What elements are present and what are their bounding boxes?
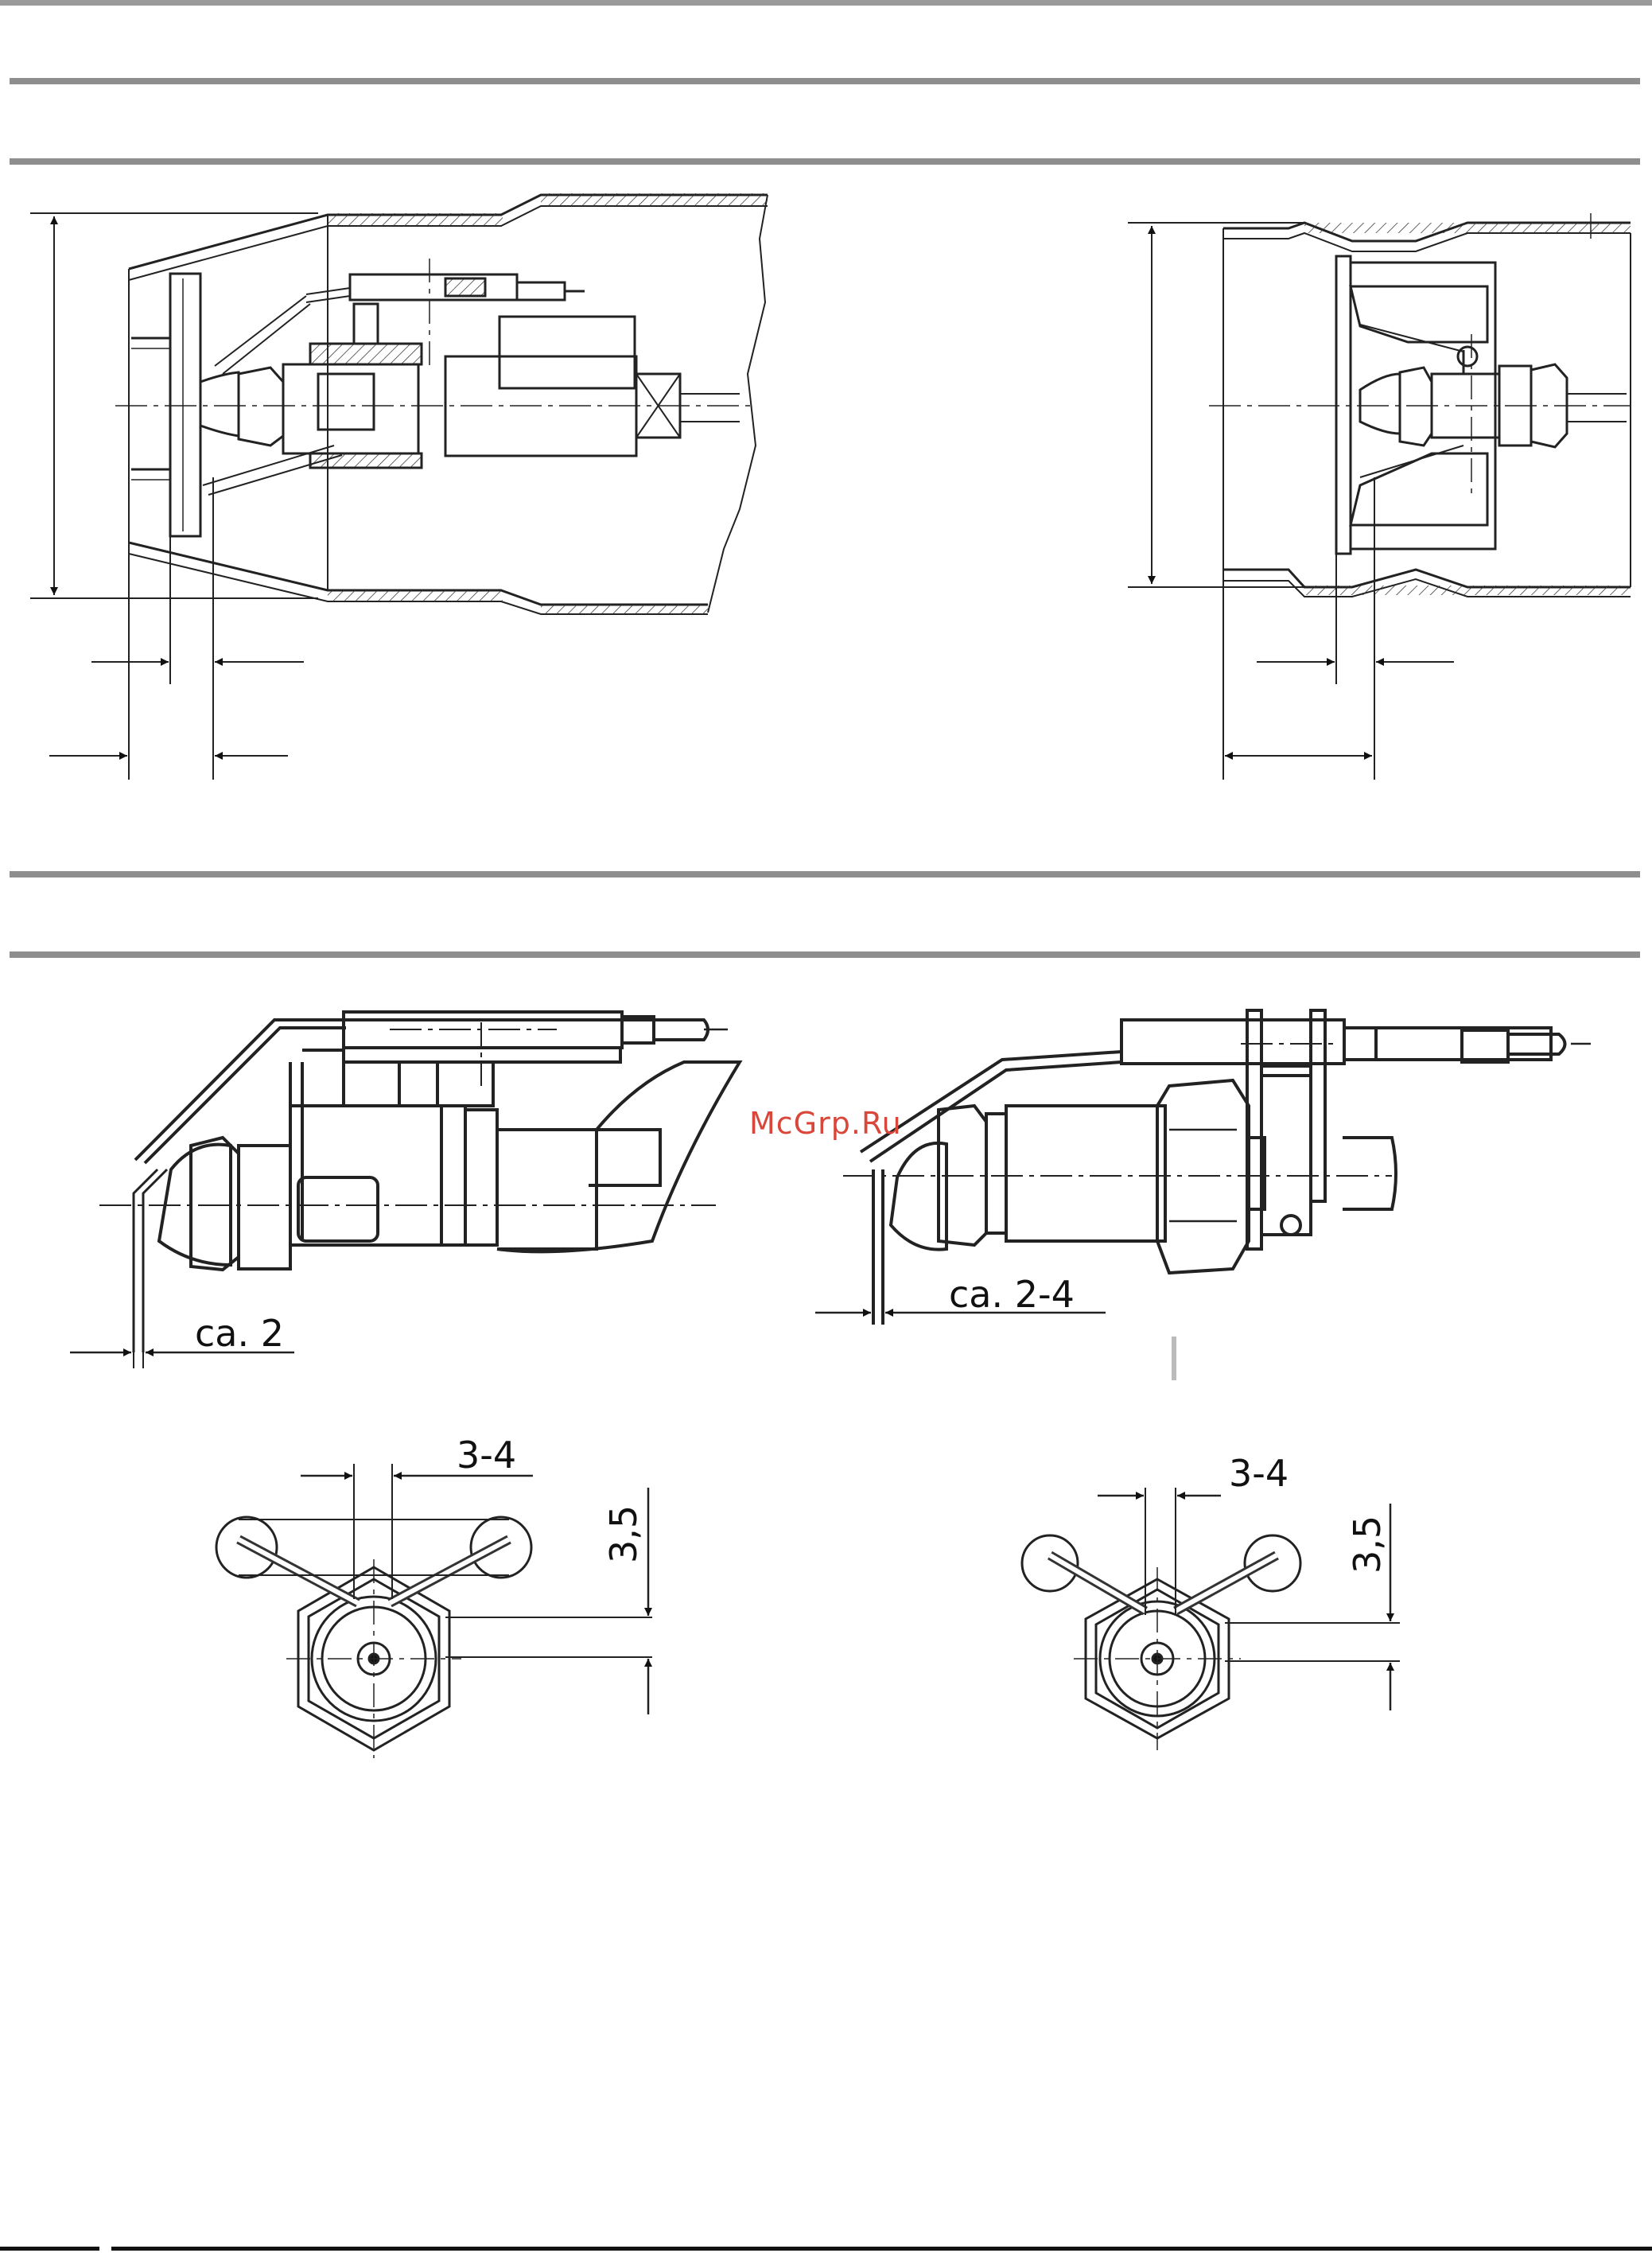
gap-label-left: ca. 2	[195, 1312, 284, 1355]
spacing-label-left: 3-4	[457, 1434, 516, 1477]
blast-tube-assembly-right	[1128, 213, 1631, 780]
spacing-label-right: 3-4	[1229, 1452, 1289, 1495]
height-label-left: 3,5	[602, 1505, 645, 1563]
watermark: McGrp.Ru	[749, 1106, 902, 1141]
electrode-detail-right	[815, 1010, 1591, 1380]
height-label-right: 3,5	[1346, 1516, 1389, 1574]
electrode-front-view-left	[216, 1464, 652, 1758]
footer-rule-left	[0, 2247, 99, 2251]
footer-rule-right	[111, 2247, 1652, 2251]
electrode-detail-left	[70, 1012, 740, 1368]
gap-label-right: ca. 2-4	[949, 1273, 1075, 1316]
blast-tube-assembly-left	[30, 193, 768, 780]
electrode-front-view-right	[1022, 1488, 1400, 1750]
